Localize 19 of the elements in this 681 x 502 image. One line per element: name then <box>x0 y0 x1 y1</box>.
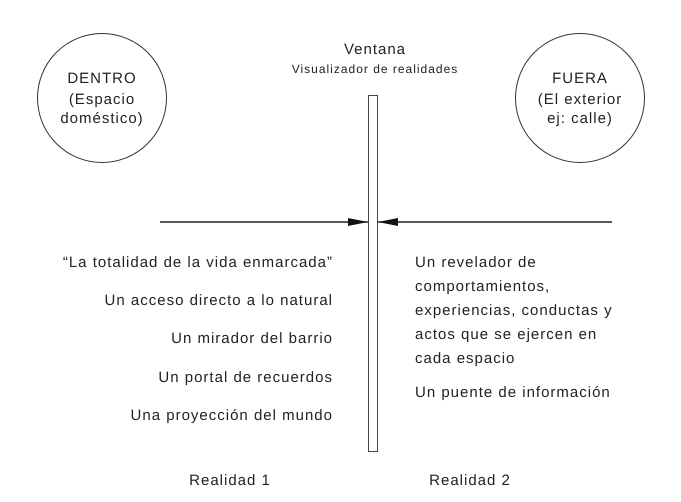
arrow <box>160 218 368 226</box>
list-item: Un portal de recuerdos <box>157 368 333 388</box>
node-subtitle: (El exterior ej: calle) <box>536 90 624 128</box>
node-title: DENTRO <box>66 68 138 88</box>
node-subtitle: (Espacio doméstico) <box>59 90 145 128</box>
node-title: FUERA <box>551 68 609 88</box>
list-item: Un puente de información <box>415 383 612 403</box>
column-caption: Realidad 2 <box>428 471 512 491</box>
quote-text: “La totalidad de la vida enmarcada” <box>62 253 333 273</box>
arrow <box>378 218 612 226</box>
list-item: Una proyección del mundo <box>130 406 333 426</box>
column-caption: Realidad 1 <box>188 471 272 491</box>
circle-node <box>37 33 167 163</box>
list-item: Un acceso directo a lo natural <box>104 291 333 311</box>
window-subtitle: Visualizador de realidades <box>290 62 460 77</box>
window-title: Ventana <box>342 40 408 59</box>
circle-node <box>515 33 645 163</box>
list-item: Un mirador del barrio <box>170 329 333 349</box>
list-item: Un revelador de comportamientos, experiencias, conductas y actos que se ejercen en cada espacio <box>415 253 614 369</box>
